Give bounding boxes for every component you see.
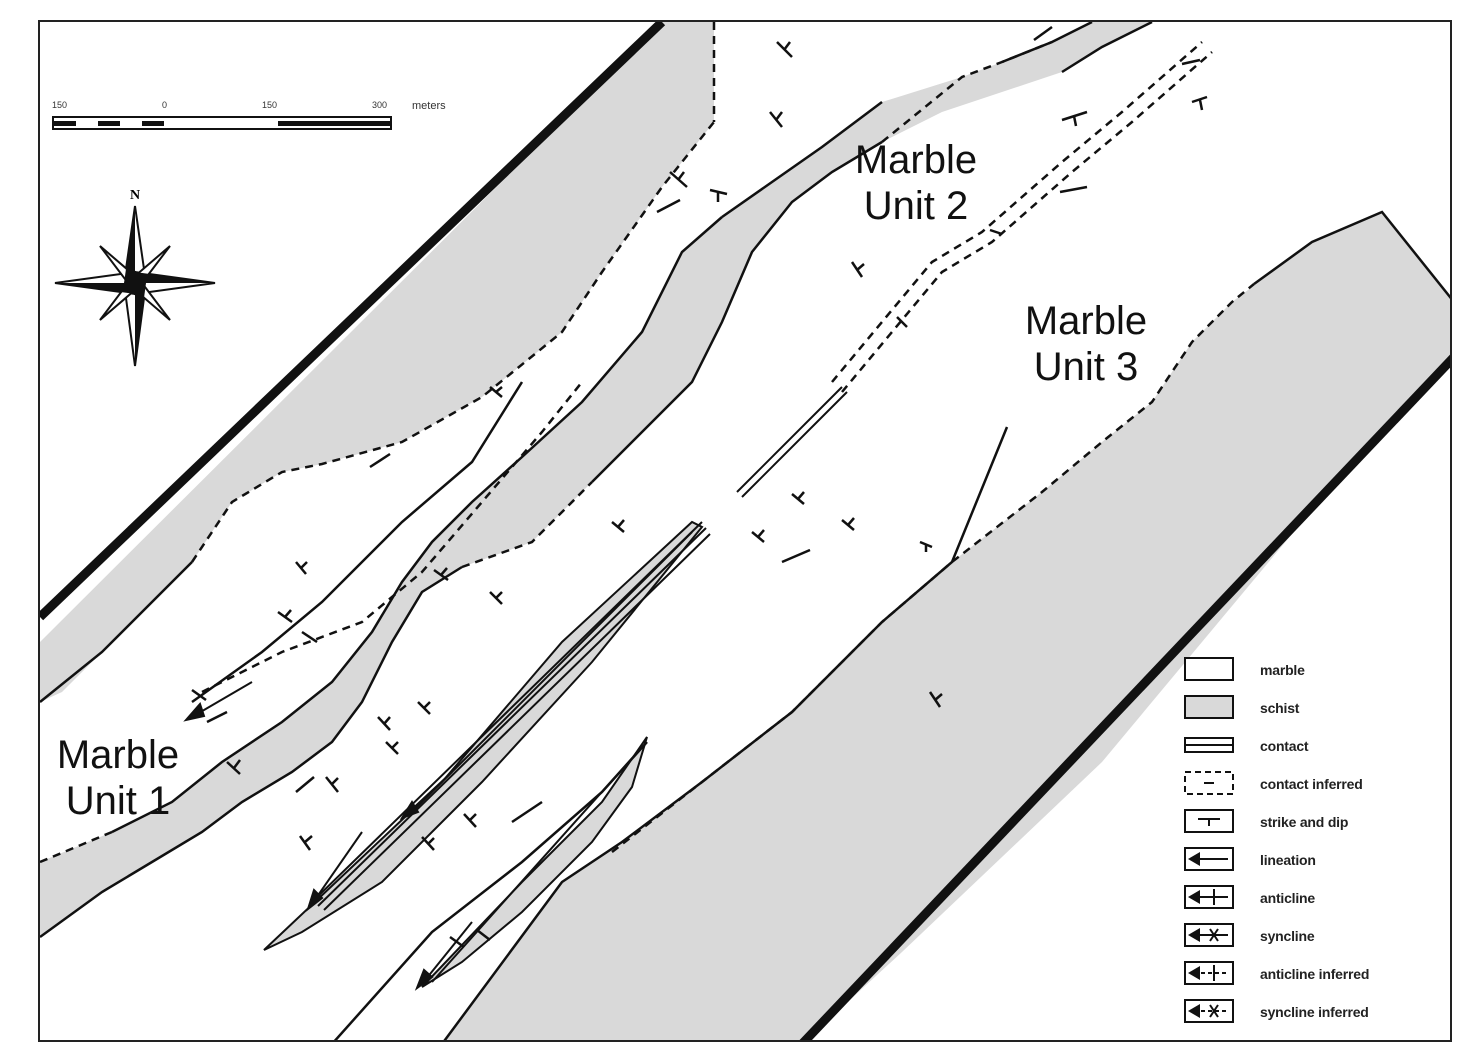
syncline-inferred-icon bbox=[1184, 999, 1234, 1023]
scale-bar: 150 0 150 300 meters bbox=[52, 98, 482, 138]
contact-line-icon bbox=[1184, 737, 1234, 753]
map-canvas bbox=[40, 22, 1450, 1040]
thick-boundary-upper bbox=[40, 22, 666, 621]
legend-item-lineation: lineation bbox=[1180, 845, 1420, 875]
marble-unit-2-line1: Marble bbox=[854, 138, 978, 182]
scale-unit: meters bbox=[412, 100, 446, 112]
contacts-inferred bbox=[40, 22, 1255, 864]
north-label: N bbox=[130, 188, 141, 203]
legend-item-marble: marble bbox=[1180, 655, 1420, 685]
legend-item-anticline: anticline bbox=[1180, 883, 1420, 913]
north-arrow: N bbox=[50, 188, 220, 368]
marble-box-icon bbox=[1184, 657, 1234, 681]
legend-item-contact-inferred: contact inferred bbox=[1180, 769, 1420, 799]
marble-unit-1-label: Marble Unit 1 bbox=[40, 732, 198, 824]
legend-label-contact: contact bbox=[1260, 738, 1309, 754]
scale-bar-segments bbox=[52, 116, 392, 130]
scale-tick-2: 0 bbox=[162, 100, 168, 110]
anticline-inferred-icon bbox=[1184, 961, 1234, 985]
schist-band-lower bbox=[444, 212, 1450, 1040]
legend-item-schist: schist bbox=[1180, 693, 1420, 723]
scale-tick-4: 300 bbox=[372, 100, 388, 110]
marble-unit-3-line1: Marble bbox=[1024, 299, 1148, 343]
legend-item-syncline-inferred: syncline inferred bbox=[1180, 997, 1420, 1027]
marble-unit-3-label: Marble Unit 3 bbox=[1006, 298, 1166, 390]
scale-tick-3: 150 bbox=[262, 100, 278, 110]
strike-dip-symbols bbox=[191, 25, 1208, 949]
legend-label-strike-dip: strike and dip bbox=[1260, 814, 1349, 830]
schist-lens-bottom bbox=[421, 736, 648, 988]
marble-unit-2-label: Marble Unit 2 bbox=[836, 137, 996, 229]
contact-inferred-line-icon bbox=[1184, 771, 1234, 795]
fold-axes bbox=[311, 386, 848, 983]
legend-label-lineation: lineation bbox=[1260, 852, 1316, 868]
marble-unit-2-line2: Unit 2 bbox=[863, 184, 969, 228]
marble-unit-3-line2: Unit 3 bbox=[1033, 345, 1139, 389]
scale-tick-1: 150 bbox=[52, 100, 68, 110]
compass-rose-icon bbox=[54, 205, 216, 367]
legend-label-contact-inferred: contact inferred bbox=[1260, 776, 1363, 792]
schist-band-central bbox=[40, 22, 1152, 937]
legend-label-schist: schist bbox=[1260, 700, 1300, 716]
contacts bbox=[40, 22, 1450, 1040]
anticline-icon bbox=[1184, 885, 1234, 909]
legend-label-anticline: anticline bbox=[1260, 890, 1315, 906]
lineation-arrows bbox=[183, 681, 473, 991]
syncline-icon bbox=[1184, 923, 1234, 947]
legend-label-syncline-inferred: syncline inferred bbox=[1260, 1004, 1369, 1020]
legend-label-syncline: syncline bbox=[1260, 928, 1315, 944]
legend-item-contact: contact bbox=[1180, 731, 1420, 761]
legend-label-anticline-inferred: anticline inferred bbox=[1260, 966, 1370, 982]
lineation-arrow-icon bbox=[1184, 847, 1234, 871]
geologic-map: 150 0 150 300 meters N bbox=[38, 20, 1452, 1042]
legend-item-syncline: syncline bbox=[1180, 921, 1420, 951]
legend-item-strike-dip: strike and dip bbox=[1180, 807, 1420, 837]
marble-unit-1-line1: Marble bbox=[56, 733, 180, 777]
legend-label-marble: marble bbox=[1260, 662, 1305, 678]
thick-boundary-lower bbox=[799, 354, 1450, 1040]
strike-dip-icon bbox=[1184, 809, 1234, 833]
legend-item-anticline-inferred: anticline inferred bbox=[1180, 959, 1420, 989]
marble-unit-1-line2: Unit 1 bbox=[65, 779, 171, 823]
schist-band-upper bbox=[40, 22, 714, 702]
schist-box-icon bbox=[1184, 695, 1234, 719]
